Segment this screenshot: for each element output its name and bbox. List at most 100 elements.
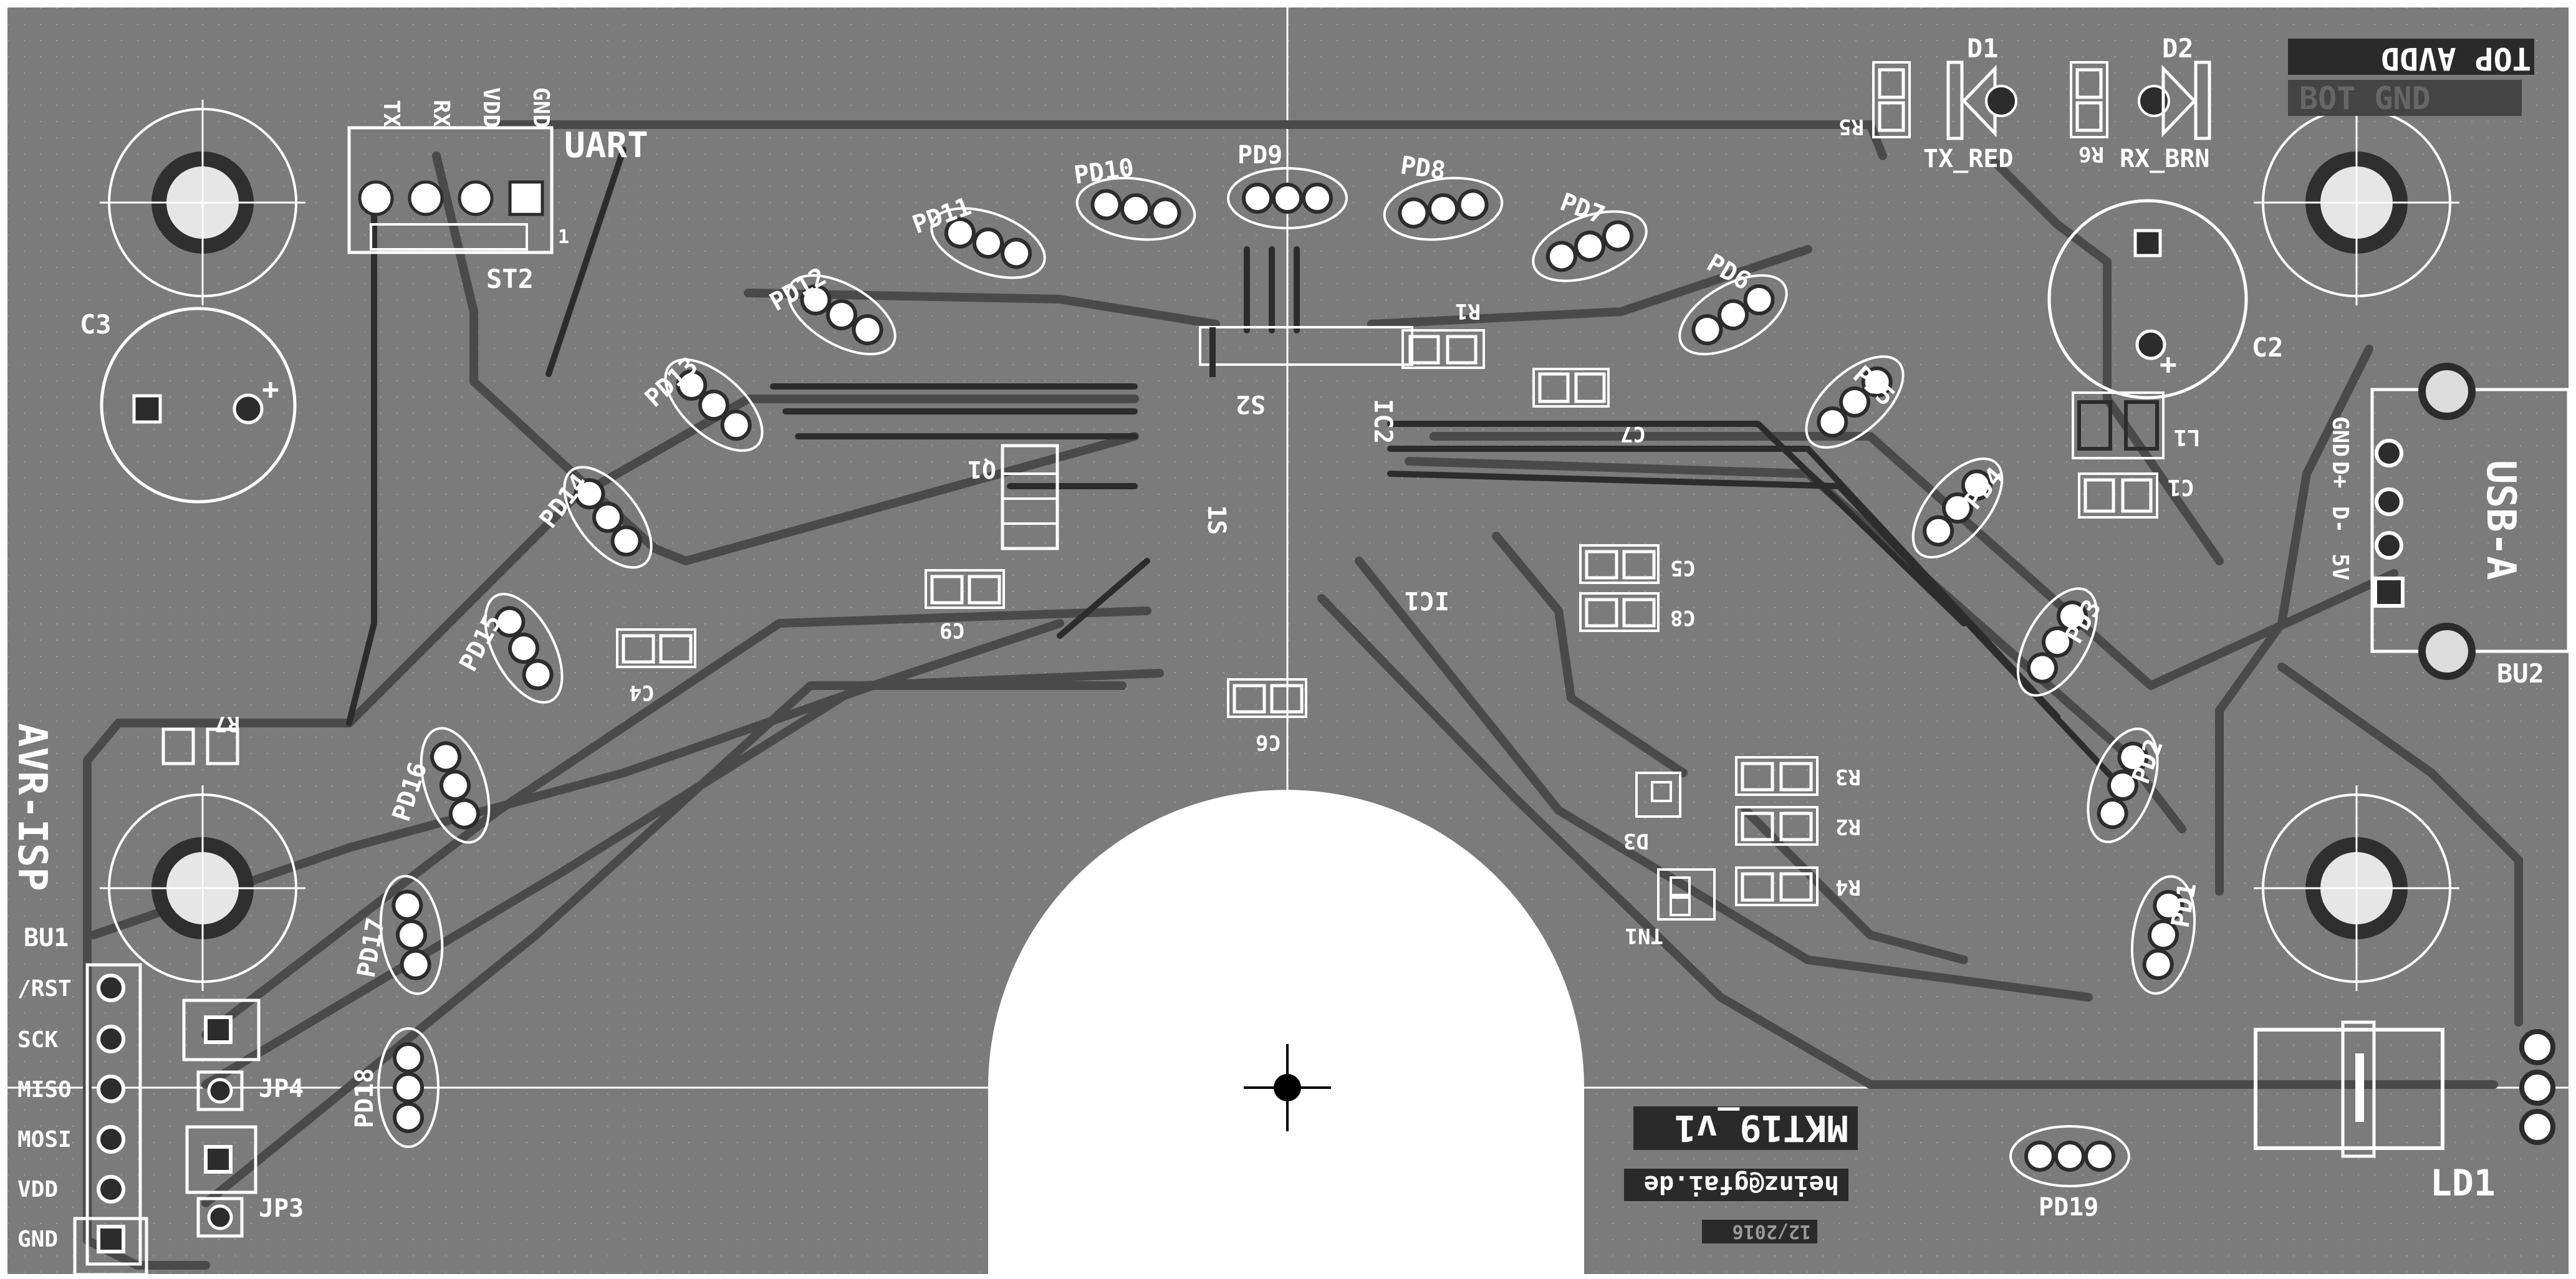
- label-r1: R1: [1455, 299, 1481, 323]
- photodiode-pd14: [563, 466, 653, 569]
- photodiode-pd2: [2087, 727, 2159, 843]
- isp-pin-rst: /RST: [17, 976, 72, 1002]
- traces: [83, 120, 2523, 1270]
- label-pd8: PD8: [1399, 151, 1448, 186]
- resistor-r7: [161, 727, 239, 765]
- photodiode-pd19: [2009, 1125, 2130, 1187]
- label-q1: Q1: [968, 456, 996, 483]
- photodiode-pd3: [2016, 587, 2098, 697]
- label-date: 12/2016: [1733, 1220, 1811, 1242]
- capacitor-c6: [1227, 678, 1307, 718]
- label-jp4: JP4: [259, 1075, 304, 1103]
- capacitor-c4: [616, 628, 696, 668]
- label-email: heinz@gfai.de: [1644, 1170, 1839, 1199]
- center-mark: [1244, 1044, 1331, 1131]
- label-l1: L1: [2174, 424, 2201, 450]
- capacitor-c1: [2078, 472, 2158, 519]
- photodiode-pd7: [1532, 210, 1648, 282]
- uart-pin-rx: RX: [428, 100, 454, 127]
- laser-ld1: [2254, 1020, 2555, 1158]
- label-r6: R6: [2079, 141, 2104, 166]
- board-cutout: [988, 790, 1584, 1279]
- label-jp3: JP3: [259, 1194, 304, 1223]
- label-ic1: IC1: [1405, 586, 1449, 615]
- isp-pin-vdd: VDD: [17, 1177, 58, 1202]
- label-bu2: BU2: [2497, 658, 2544, 689]
- label-r2: R2: [1835, 814, 1861, 839]
- label-uart: UART: [564, 125, 648, 166]
- label-ic2: IC2: [1368, 399, 1397, 444]
- chip-s2: [1199, 326, 1413, 377]
- label-rx-brn: RX_BRN: [2120, 145, 2210, 173]
- photodiode-pd13: [664, 358, 764, 452]
- isp-header: [73, 963, 148, 1277]
- capacitor-c2: +: [2047, 199, 2248, 400]
- legend-top-bg: [2288, 39, 2534, 75]
- isp-pin-mosi: MOSI: [17, 1127, 72, 1152]
- uart-pin-gnd: GND: [528, 87, 554, 128]
- usb-a-connector: [2370, 363, 2570, 680]
- legend-bot-bg: [2288, 80, 2522, 116]
- photodiode-pd11: [930, 207, 1046, 279]
- label-avr-isp: AVR-ISP: [9, 723, 55, 891]
- version-bg: [1633, 1106, 1858, 1150]
- led-d1: [1946, 60, 2017, 140]
- photodiode-pd8: [1383, 176, 1504, 241]
- uart-header: [347, 126, 554, 254]
- photodiode-pd17: [379, 874, 444, 995]
- photodiode-pd4: [1911, 457, 2004, 559]
- label-d1: D1: [1967, 33, 1999, 64]
- legend-top-avdd: TOP AVDD: [2381, 41, 2531, 77]
- inductor-l1: [2072, 391, 2165, 459]
- transistor-tn1: [1657, 868, 1716, 921]
- label-d3: D3: [1623, 828, 1649, 853]
- jumper-jp4: [182, 999, 261, 1111]
- usb-pin-dplus: D+: [2327, 461, 2353, 488]
- mount-hole-tl: [100, 100, 305, 305]
- capacitor-c3: +: [100, 307, 297, 504]
- mount-hole-br: [2254, 785, 2459, 991]
- traces-dark: [346, 146, 2123, 788]
- svg-text:+: +: [2160, 347, 2177, 381]
- photodiode-pd12: [787, 274, 896, 356]
- photodiode-pd6: [1678, 274, 1788, 356]
- photodiode-pd10: [1075, 176, 1196, 241]
- isp-pin-gnd: GND: [17, 1227, 58, 1252]
- photodiode-pd5: [1805, 355, 1905, 449]
- diode-d3: [1635, 772, 1681, 818]
- label-c3: C3: [80, 309, 112, 340]
- uart-pin-tx: TX: [378, 100, 404, 127]
- photodiode-pd18: [377, 1027, 440, 1148]
- label-c9: C9: [940, 618, 965, 643]
- label-r3: R3: [1835, 764, 1861, 789]
- uart-pin-vdd: VDD: [478, 87, 504, 128]
- label-1s: 1S: [1202, 505, 1231, 535]
- capacitor-c9: [925, 569, 1005, 609]
- resistor-r2: [1735, 806, 1819, 846]
- label-r5: R5: [1838, 114, 1864, 139]
- mount-hole-bl: [100, 785, 305, 991]
- label-c2: C2: [2252, 332, 2284, 363]
- label-r4: R4: [1835, 874, 1861, 899]
- resistor-r6: [2070, 61, 2108, 138]
- resistor-r3: [1735, 756, 1819, 796]
- photodiode-pd15: [484, 593, 564, 704]
- label-c1: C1: [2168, 474, 2194, 500]
- resistor-r5: [1872, 61, 1911, 138]
- svg-text:+: +: [262, 372, 279, 406]
- label-st2: ST2: [486, 264, 534, 294]
- label-r7: R7: [214, 711, 240, 736]
- resistor-r1: [1401, 329, 1485, 369]
- mount-hole-tr: [2254, 100, 2459, 305]
- label-pd18: PD18: [350, 1068, 379, 1128]
- label-pd9: PD9: [1238, 141, 1282, 170]
- isp-pin-miso: MISO: [17, 1077, 72, 1103]
- uart-pin-1-mark: 1: [558, 226, 569, 248]
- crystal-q1: [1001, 444, 1059, 550]
- photodiode-pd16: [420, 727, 491, 844]
- led-d2: [2138, 60, 2211, 140]
- label-c6: C6: [1256, 730, 1281, 755]
- photodiode-pd9: [1227, 167, 1348, 229]
- capacitor-c8: [1579, 592, 1660, 632]
- label-c8: C8: [1670, 605, 1696, 630]
